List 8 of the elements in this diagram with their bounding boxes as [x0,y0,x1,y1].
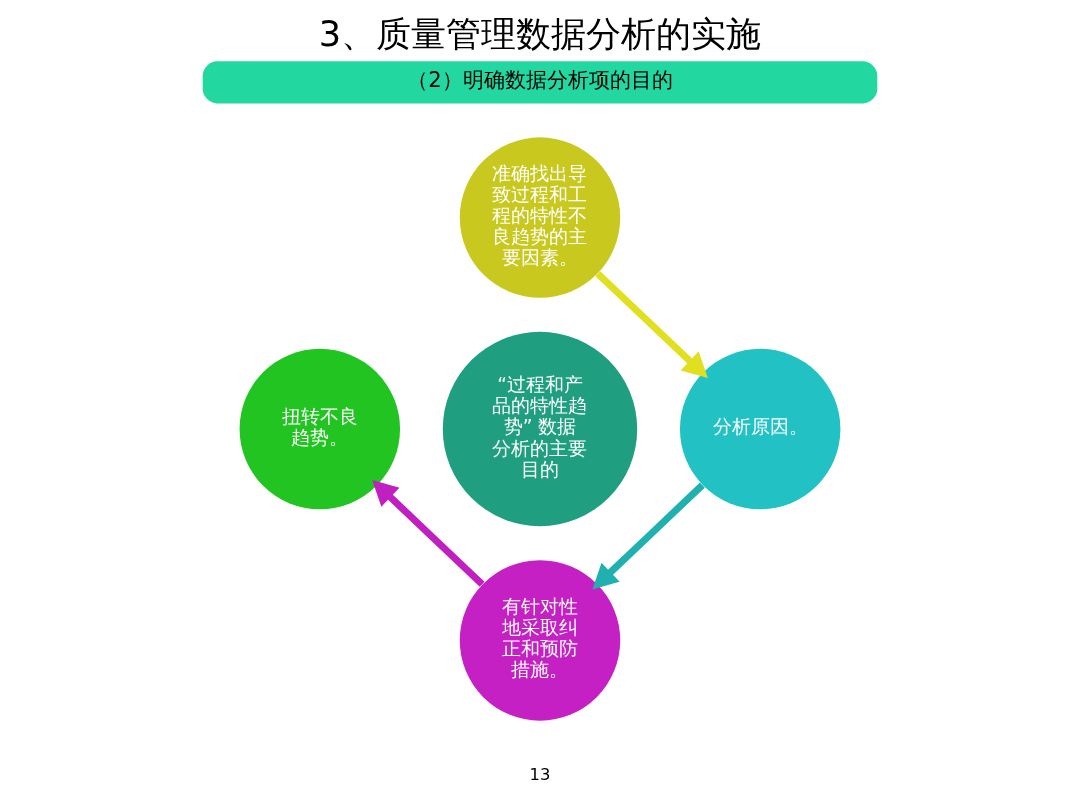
arrow [592,482,705,590]
diagram-title: 3、质量管理数据分析的实施 [318,13,762,55]
node-circle: “过程和产品的特性趋势” 数据分析的主要目的 [442,331,638,527]
label: （2）明确数据分析项的目的 [407,67,673,93]
label: 13 [529,765,551,785]
node-circle: 准确找出导致过程和工程的特性不良趋势的主要因素。 [459,137,621,298]
arrow [372,479,485,587]
arrow [595,271,708,379]
